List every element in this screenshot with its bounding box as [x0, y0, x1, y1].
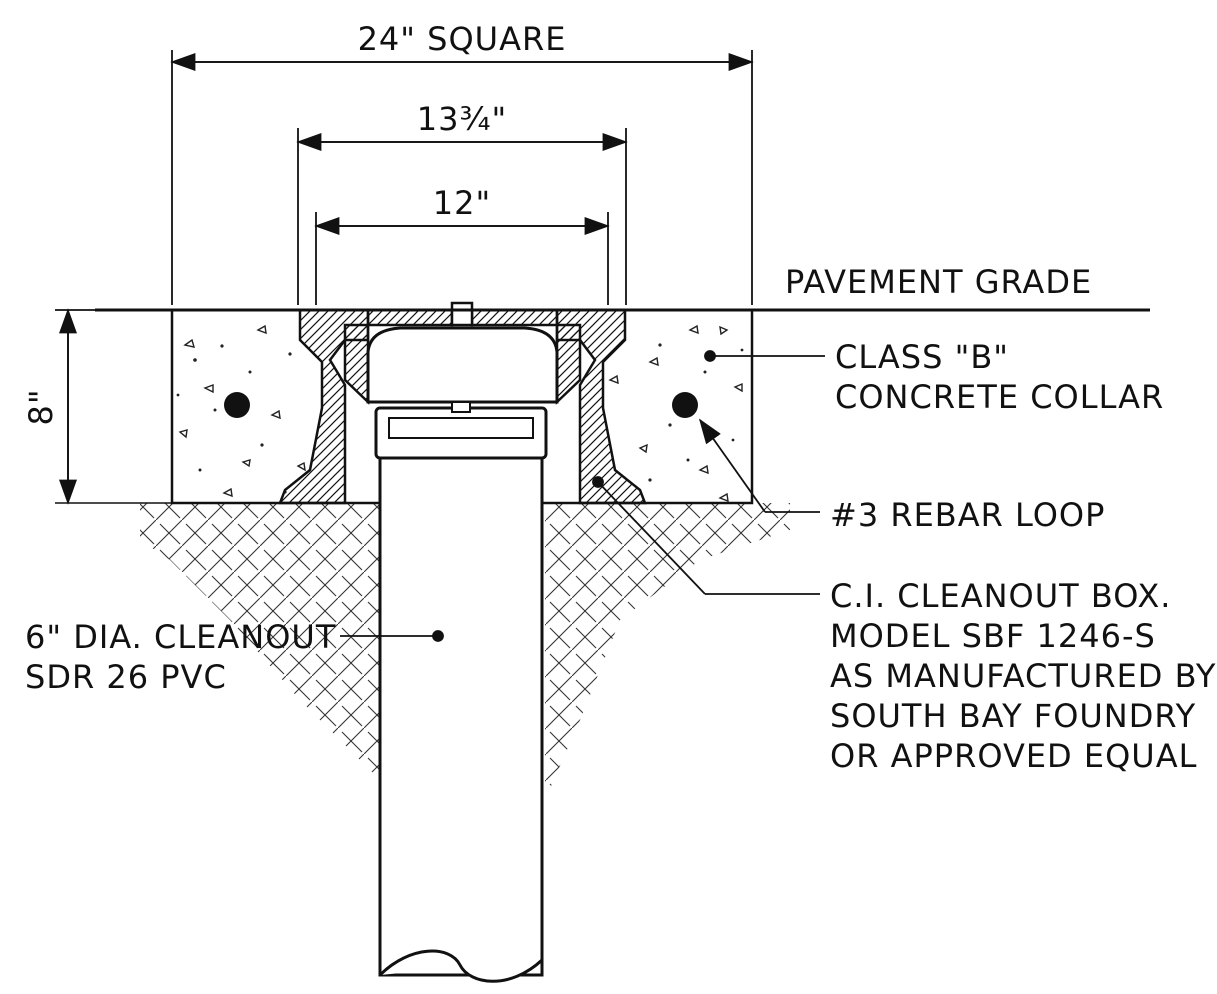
pavement-grade-label: PAVEMENT GRADE	[785, 263, 1092, 301]
cleanout-box-label-1: C.I. CLEANOUT BOX.	[830, 577, 1171, 615]
dim-label-24: 24" SQUARE	[358, 20, 567, 58]
cleanout-pipe	[374, 406, 548, 983]
dimension-8	[55, 308, 172, 505]
pipe-label-2: SDR 26 PVC	[25, 658, 227, 696]
concrete-collar-label-1: CLASS "B"	[835, 338, 1009, 376]
dim-label-13-3-4: 13¾"	[417, 100, 507, 138]
cleanout-cap	[366, 326, 559, 413]
concrete-collar-label-2: CONCRETE COLLAR	[835, 378, 1164, 416]
cleanout-box-label-2: MODEL SBF 1246-S	[830, 617, 1156, 655]
rebar-label: #3 REBAR LOOP	[830, 496, 1105, 534]
cleanout-box-label-5: OR APPROVED EQUAL	[830, 737, 1197, 775]
leader-lines	[340, 350, 825, 642]
dim-label-12: 12"	[433, 184, 491, 222]
cleanout-box-label-3: AS MANUFACTURED BY	[830, 657, 1216, 695]
pipe-label-1: 6" DIA. CLEANOUT	[25, 618, 336, 656]
dim-label-8: 8"	[22, 388, 60, 425]
rebar-loop	[224, 392, 698, 418]
dimension-24-square	[170, 50, 754, 305]
dimension-13-3-4	[296, 128, 628, 305]
cleanout-box-label-4: SOUTH BAY FOUNDRY	[830, 697, 1196, 735]
dimension-12	[314, 212, 610, 305]
ci-cleanout-box	[278, 301, 647, 505]
